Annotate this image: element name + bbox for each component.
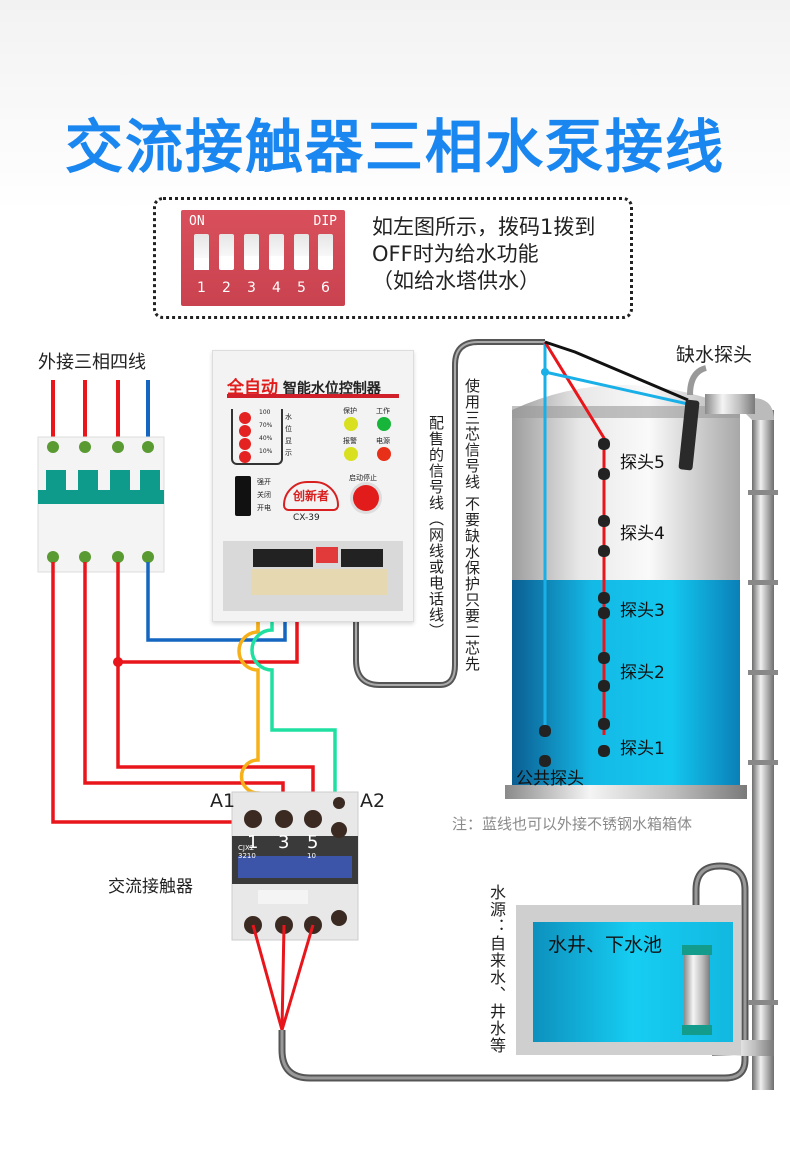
controller-title-bold: 全自动 [227,378,278,398]
three-core-note: 使用三芯信号线 不要缺水保护只要二芯先 [463,378,481,672]
terminal-block [223,541,403,611]
aux-contact-label: 10 [307,852,316,860]
dip-info-box [153,197,633,319]
dip-switch-5 [294,234,309,270]
level-led-70 [239,425,251,437]
dip-number: 2 [222,280,231,296]
level-led-100 [239,412,251,424]
start-stop-button[interactable] [353,485,379,511]
terminal-number-3: 3 [278,832,290,853]
dip-switch-4 [269,234,284,270]
water-well-pool [516,905,741,1055]
controller-subtitle-band [227,394,399,398]
probe-label-3: 探头3 [620,601,665,621]
level-led-40 [239,438,251,450]
probe-label-1: 探头1 [620,739,665,759]
start-stop-label: 启动停止 [349,474,377,482]
level-mark: 100 [259,409,271,416]
rocker-switch[interactable] [235,476,251,516]
indicator-label: 工作 [376,407,390,415]
phase-wire-to-t1 [51,562,250,824]
terminal-number-1: 1 [247,832,259,853]
instruction-line: （如给水塔供水） [372,269,540,293]
pool-label: 水井、下水池 [548,934,663,956]
dip-switch-photo: ON DIP 1 2 3 4 5 6 [181,210,345,306]
dip-number: 6 [321,280,330,296]
water-tower [505,385,747,799]
water-source-label: 水源：自来水、井水等 [487,884,506,1054]
curved-arrow-icon [687,365,707,396]
probe-label-2: 探头2 [620,663,665,683]
pump-cable-highlight [280,864,747,1080]
coil-wire-a1 [237,570,260,805]
tank-base [505,785,747,799]
page-title: 交流接触器三相水泵接线 [64,113,725,181]
terminal-labels [251,569,387,595]
power-indicator [377,447,391,461]
probe-label-5: 探头5 [620,453,665,473]
submersible-pump [684,950,710,1030]
water-level-controller: 全自动 智能水位控制器 100 70% 40% 10% 水位显示 保护 工作 报… [212,350,414,622]
level-mark: 70% [259,422,273,429]
controller-title: 全自动 智能水位控制器 [227,373,381,398]
dip-number: 1 [197,280,206,296]
switch-label: 强开 [257,478,271,486]
switch-labels: 强开 关闭 开电 [257,476,271,515]
circuit-breaker [37,436,165,573]
switch-label: 关闭 [257,491,271,499]
probe-label-4: 探头4 [620,524,665,544]
level-gauge: 100 70% 40% 10% [231,409,283,465]
low-water-wire-cyan [544,370,689,406]
indicator-label: 报警 [343,437,357,445]
controller-title-rest: 智能水位控制器 [282,381,381,397]
contactor-label: 交流接触器 [108,877,193,897]
model-label: CX-39 [293,513,320,523]
output-terminals [341,549,383,567]
contactor-model: CJX2 3210 [238,844,256,860]
dip-switch-2 [219,234,234,270]
switch-label: 开电 [257,504,271,512]
coil-a1-label: A1 [210,790,236,812]
dip-switch-block[interactable] [316,547,338,563]
dip-label: DIP [313,214,337,229]
input-terminals [253,549,313,567]
alarm-indicator [344,447,358,461]
ac-contactor [231,791,359,941]
dip-on-label: ON [189,214,205,229]
terminal-number-5: 5 [307,832,319,853]
level-mark: 40% [259,435,273,442]
instruction-line: OFF时为给水功能 [372,242,539,266]
junction-dot [113,657,123,667]
common-probe-label: 公共探头 [516,769,584,789]
indicator-label: 电源 [376,437,390,445]
dip-instructions: 如左图所示，拨码1拨到 OFF时为给水功能 （如给水塔供水） [372,214,632,295]
dip-switch-6 [318,234,333,270]
low-water-probe-label: 缺水探头 [676,344,753,366]
coil-a2-label: A2 [360,790,386,812]
breaker-input-wires [51,380,150,440]
level-mark: 10% [259,448,273,455]
low-water-probe [678,399,700,471]
dip-switch-1 [194,234,209,270]
blue-wire-note: 注：蓝线也可以外接不锈钢水箱箱体 [452,815,693,833]
brand-logo: 创新者 [283,481,339,511]
signal-wire-note: 配售的信号线（网线或电话线） [427,415,445,639]
probe-sensors [539,438,610,767]
level-led-10 [239,451,251,463]
dip-number: 5 [297,280,306,296]
indicator-label: 保护 [343,407,357,415]
work-indicator [377,417,391,431]
instruction-line: 如左图所示，拨码1拨到 [372,215,596,239]
tank-water [512,580,740,790]
motor-leads [251,924,315,1031]
coil-wire-a2 [250,570,337,805]
protect-indicator [344,417,358,431]
level-caption: 水位显示 [285,413,292,457]
three-phase-four-wire-label: 外接三相四线 [38,352,146,373]
dip-number: 3 [247,280,256,296]
dip-number: 4 [272,280,281,296]
low-water-wire-black [544,340,689,402]
dip-switch-3 [244,234,259,270]
